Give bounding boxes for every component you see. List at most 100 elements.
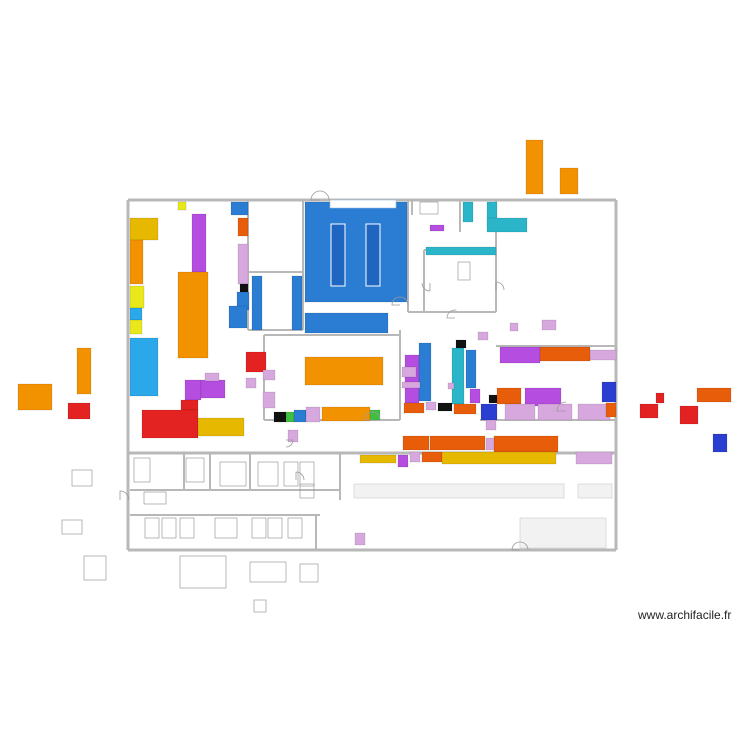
desk-19: [61, 519, 83, 535]
furniture-block-58: [537, 403, 573, 421]
desk-2: [179, 517, 195, 539]
furniture-block-21: [141, 409, 199, 439]
desk-21: [253, 599, 267, 613]
furniture-block-34: [305, 406, 321, 423]
furniture-block-72: [409, 451, 421, 463]
counter-2: [519, 517, 607, 549]
furniture-block-10: [129, 285, 145, 309]
furniture-block-32: [285, 411, 295, 423]
furniture-block-85: [17, 383, 53, 411]
furniture-block-1: [177, 201, 187, 211]
furniture-block-35: [321, 406, 371, 422]
rack-0: [330, 223, 346, 287]
furniture-block-23: [262, 369, 276, 381]
desk-15: [249, 561, 287, 583]
furniture-block-53: [480, 403, 498, 421]
furniture-block-7: [239, 283, 249, 293]
furniture-block-69: [493, 435, 559, 453]
door-9: [421, 282, 431, 292]
door-2: [363, 411, 381, 421]
door-3: [446, 309, 457, 319]
rack-cap: [329, 199, 397, 209]
furniture-block-52: [469, 388, 481, 404]
furniture-block-38: [418, 342, 432, 402]
furniture-block-73: [421, 451, 443, 463]
furniture-block-5: [191, 213, 207, 273]
furniture-block-0: [129, 217, 159, 241]
door-6: [511, 541, 529, 551]
furniture-block-12: [129, 319, 143, 335]
desk-11: [133, 457, 151, 483]
furniture-block-87: [639, 403, 659, 419]
furniture-block-54: [488, 394, 498, 404]
counter-0: [353, 483, 565, 499]
watermark[interactable]: www.archifacile.fr: [638, 608, 732, 622]
furniture-block-55: [496, 387, 522, 405]
furniture-block-86: [67, 402, 91, 420]
furniture-block-27: [304, 312, 389, 334]
doors: [119, 190, 567, 551]
furniture-block-48: [451, 347, 465, 405]
furniture-block-31: [273, 411, 287, 423]
desk-0: [144, 517, 160, 539]
desk-14: [179, 555, 227, 589]
furniture-block-47: [455, 339, 467, 349]
furniture-block-49: [465, 349, 477, 389]
furniture-block-3: [237, 217, 249, 237]
desk-16: [299, 563, 319, 583]
furniture-block-42: [429, 224, 445, 232]
furniture-block-84: [76, 347, 92, 395]
furniture-block-89: [679, 405, 699, 425]
furniture-block-57: [504, 403, 536, 421]
door-5: [295, 471, 305, 481]
furniture-block-14: [129, 337, 159, 397]
door-0: [310, 190, 330, 201]
desk-22: [457, 261, 471, 281]
desk-13: [143, 491, 167, 505]
desk-18: [71, 469, 93, 487]
furniture-block-51: [453, 403, 477, 415]
door-4: [119, 490, 130, 501]
furniture-block-18: [204, 372, 220, 382]
rack-1: [365, 223, 381, 287]
furniture-block-59: [577, 403, 611, 421]
furniture-block-91: [712, 433, 728, 453]
desk-5: [267, 517, 283, 539]
furniture-block-74: [441, 451, 557, 465]
furniture-block-13: [177, 271, 209, 359]
desk-8: [257, 461, 279, 487]
furniture-block-56: [524, 387, 562, 407]
furniture-block-76: [354, 532, 366, 546]
furniture-block-26: [304, 201, 408, 303]
desk-4: [251, 517, 267, 539]
furniture-block-62: [539, 346, 591, 362]
furniture-block-65: [485, 419, 497, 431]
furniture-block-37: [404, 354, 420, 404]
desk-1: [161, 517, 177, 539]
desk-7: [219, 461, 247, 487]
door-1: [391, 296, 409, 306]
furniture-block-67: [429, 435, 486, 451]
furniture-block-40: [401, 381, 421, 389]
furniture: [17, 139, 732, 549]
furniture-block-19: [245, 377, 257, 389]
furniture-block-66: [402, 435, 430, 451]
furniture-block-44: [462, 201, 474, 223]
door-8: [495, 281, 505, 291]
furniture-block-9: [228, 305, 248, 329]
furniture-block-41: [425, 401, 437, 411]
counter-1: [577, 483, 613, 499]
furniture-block-30: [304, 356, 384, 386]
fixtures: [61, 201, 471, 613]
furniture-block-88: [655, 392, 665, 404]
furniture-block-82: [525, 139, 544, 195]
furniture-block-22: [197, 417, 245, 437]
furniture-block-43: [425, 246, 497, 256]
furniture-block-36: [369, 409, 381, 421]
furniture-block-90: [696, 387, 732, 403]
furniture-block-77: [541, 319, 557, 331]
door-7: [556, 401, 567, 412]
furniture-block-63: [589, 349, 617, 361]
furniture-block-16: [184, 379, 202, 401]
furniture-block-83: [559, 167, 579, 195]
